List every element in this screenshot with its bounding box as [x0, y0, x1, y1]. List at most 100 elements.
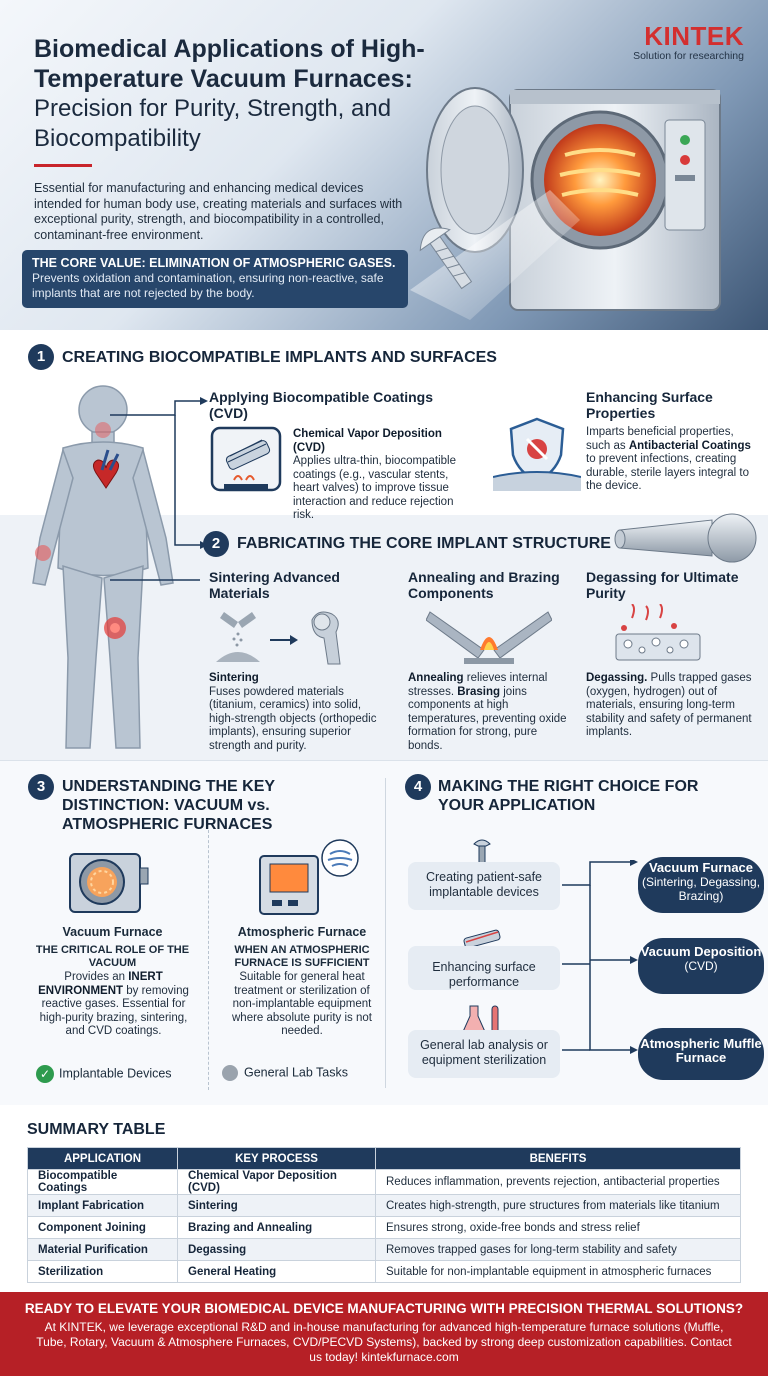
result-vacuum-furnace: Vacuum Furnace (Sintering, Degassing, Br… [638, 857, 764, 913]
comparison-divider [208, 830, 209, 1090]
annealing-body: relieves internal stresses. [408, 672, 548, 698]
result-1-sub: (Sintering, Degassing, Brazing) [641, 875, 761, 903]
stent-icon [463, 929, 501, 949]
table-cell: Brazing and Annealing [177, 1216, 376, 1239]
table-cell: Reduces inflammation, prevents rejection… [375, 1169, 741, 1195]
section-1-title: CREATING BIOCOMPATIBLE IMPLANTS AND SURF… [62, 349, 497, 366]
table-cell: Degassing [177, 1238, 376, 1261]
summary-table-title: SUMMARY TABLE [27, 1121, 166, 1138]
core-value-title: THE CORE VALUE: ELIMINATION OF ATMOSPHER… [32, 256, 396, 270]
atmospheric-furnace-name: Atmospheric Furnace [237, 925, 367, 939]
table-cell: Chemical Vapor Deposition (CVD) [177, 1169, 376, 1195]
surface-body-post: to prevent infections, creating durable,… [586, 453, 749, 492]
grey-dot-icon [222, 1065, 238, 1081]
degassing-term: Degassing. [586, 672, 648, 684]
table-header-row: APPLICATION KEY PROCESS BENEFITS [27, 1147, 741, 1170]
table-cell: General Heating [177, 1260, 376, 1283]
annealing-text: Annealing relieves internal stresses. Br… [408, 672, 573, 753]
cvd-coating-icon [210, 426, 282, 492]
footer-title: READY TO ELEVATE YOUR BIOMEDICAL DEVICE … [24, 1301, 744, 1316]
table-cell: Removes trapped gases for long-term stab… [375, 1238, 741, 1261]
annealing-title: Annealing and Brazing Components [408, 569, 560, 601]
brasing-term: Brasing [457, 685, 501, 698]
result-atmospheric-muffle: Atmospheric Muffle Furnace [638, 1028, 764, 1080]
furnace-illustration [410, 87, 721, 320]
degassing-body: Pulls trapped gases (oxygen, hydrogen) o… [586, 672, 752, 738]
table-row: Biocompatible Coatings Chemical Vapor De… [27, 1169, 741, 1195]
need-box-2: Enhancing surface performance [408, 946, 560, 990]
table-row: Sterilization General Heating Suitable f… [27, 1260, 741, 1283]
annealing-term: Annealing [408, 672, 464, 684]
vacuum-furnace-name: Vacuum Furnace [62, 925, 163, 939]
result-3-title: Atmospheric Muffle Furnace [640, 1036, 762, 1065]
table-row: Material Purification Degassing Removes … [27, 1238, 741, 1261]
section-connectors [110, 397, 208, 581]
table-cell: Ensures strong, oxide-free bonds and str… [375, 1216, 741, 1239]
table-row: Component Joining Brazing and Annealing … [27, 1216, 741, 1239]
table-cell: Suitable for non-implantable equipment i… [375, 1260, 741, 1283]
check-icon: ✓ [36, 1065, 54, 1083]
table-cell: Sterilization [27, 1260, 178, 1283]
degassing-icon [615, 604, 701, 661]
page-title: Biomedical Applications of High-Temperat… [34, 35, 425, 93]
brazing-icon [426, 611, 552, 664]
footer-body: At KINTEK, we leverage exceptional R&D a… [36, 1320, 732, 1364]
table-cell: Material Purification [27, 1238, 178, 1261]
title-rule [34, 164, 92, 167]
table-header: KEY PROCESS [177, 1147, 376, 1170]
vacuum-furnace-icon [69, 853, 149, 913]
brand-tagline: Solution for researching [633, 50, 744, 62]
header-banner: Biomedical Applications of High-Temperat… [0, 0, 768, 330]
result-vacuum-deposition: Vacuum Deposition (CVD) [638, 938, 764, 994]
sintering-term: Sintering [209, 672, 259, 684]
surface-body-pre: Imparts beneficial properties, such as [586, 426, 734, 452]
intro-text: Essential for manufacturing and enhancin… [34, 181, 403, 242]
lab-flask-icon [462, 1005, 499, 1035]
atmospheric-body: Suitable for general heat treatment or s… [232, 971, 372, 1037]
table-header: APPLICATION [27, 1147, 178, 1170]
section-1-number: 1 [28, 344, 54, 370]
vacuum-heading: THE CRITICAL ROLE OF THE VACUUM [35, 944, 190, 969]
coatings-title: Applying Biocompatible Coatings (CVD) [209, 389, 434, 421]
section-3-number: 3 [28, 774, 54, 800]
section-4-title: MAKING THE RIGHT CHOICE FOR YOUR APPLICA… [438, 778, 699, 814]
sintering-title: Sintering Advanced Materials [209, 569, 340, 601]
table-row: Implant Fabrication Sintering Creates hi… [27, 1194, 741, 1217]
summary-table: APPLICATION KEY PROCESS BENEFITS Biocomp… [27, 1147, 741, 1283]
degassing-text: Degassing. Pulls trapped gases (oxygen, … [586, 672, 756, 740]
surface-term: Antibacterial Coatings [628, 439, 751, 452]
table-header: BENEFITS [375, 1147, 741, 1170]
need-box-3: General lab analysis or equipment steril… [408, 1030, 560, 1078]
human-body-illustration [32, 385, 174, 749]
page-subtitle: Precision for Purity, Strength, and Bioc… [34, 95, 392, 152]
result-2-sub: (CVD) [684, 959, 718, 973]
result-2-title: Vacuum Deposition [640, 944, 762, 959]
vacuum-term: INERT ENVIRONMENT [38, 971, 163, 997]
table-cell: Sintering [177, 1194, 376, 1217]
coatings-term: Chemical Vapor Deposition (CVD) [293, 428, 442, 454]
section-2-number: 2 [203, 531, 229, 557]
core-value-body: Prevents oxidation and contamination, en… [32, 271, 384, 300]
atmospheric-tag: General Lab Tasks [222, 1065, 348, 1081]
footer-cta: READY TO ELEVATE YOUR BIOMEDICAL DEVICE … [0, 1292, 768, 1376]
antibacterial-shield-icon [493, 417, 581, 491]
brand: KINTEK Solution for researching [633, 22, 744, 62]
brand-logo: KINTEK [644, 21, 744, 51]
table-cell: Component Joining [27, 1216, 178, 1239]
sintering-icon [216, 611, 341, 665]
need-box-1: Creating patient-safe implantable device… [408, 862, 560, 910]
section-4-number: 4 [405, 774, 431, 800]
vacuum-tag-label: Implantable Devices [59, 1066, 172, 1081]
table-cell: Creates high-strength, pure structures f… [375, 1194, 741, 1217]
atmospheric-furnace-icon [259, 839, 359, 915]
core-value-box: THE CORE VALUE: ELIMINATION OF ATMOSPHER… [22, 250, 408, 308]
atmospheric-heading: WHEN AN ATMOSPHERIC FURNACE IS SUFFICIEN… [234, 944, 370, 969]
surface-title: Enhancing Surface Properties [586, 389, 713, 421]
atmospheric-tag-label: General Lab Tasks [244, 1065, 348, 1080]
coatings-body: Applies ultra-thin, biocompatible coatin… [293, 455, 457, 521]
table-cell: Implant Fabrication [27, 1194, 178, 1217]
section-2-title: FABRICATING THE CORE IMPLANT STRUCTURE [237, 535, 611, 552]
sintering-body: Fuses powdered materials (titanium, cera… [209, 685, 377, 752]
coatings-text: Chemical Vapor Deposition (CVD) Applies … [293, 428, 473, 523]
choice-connectors [562, 860, 638, 1054]
